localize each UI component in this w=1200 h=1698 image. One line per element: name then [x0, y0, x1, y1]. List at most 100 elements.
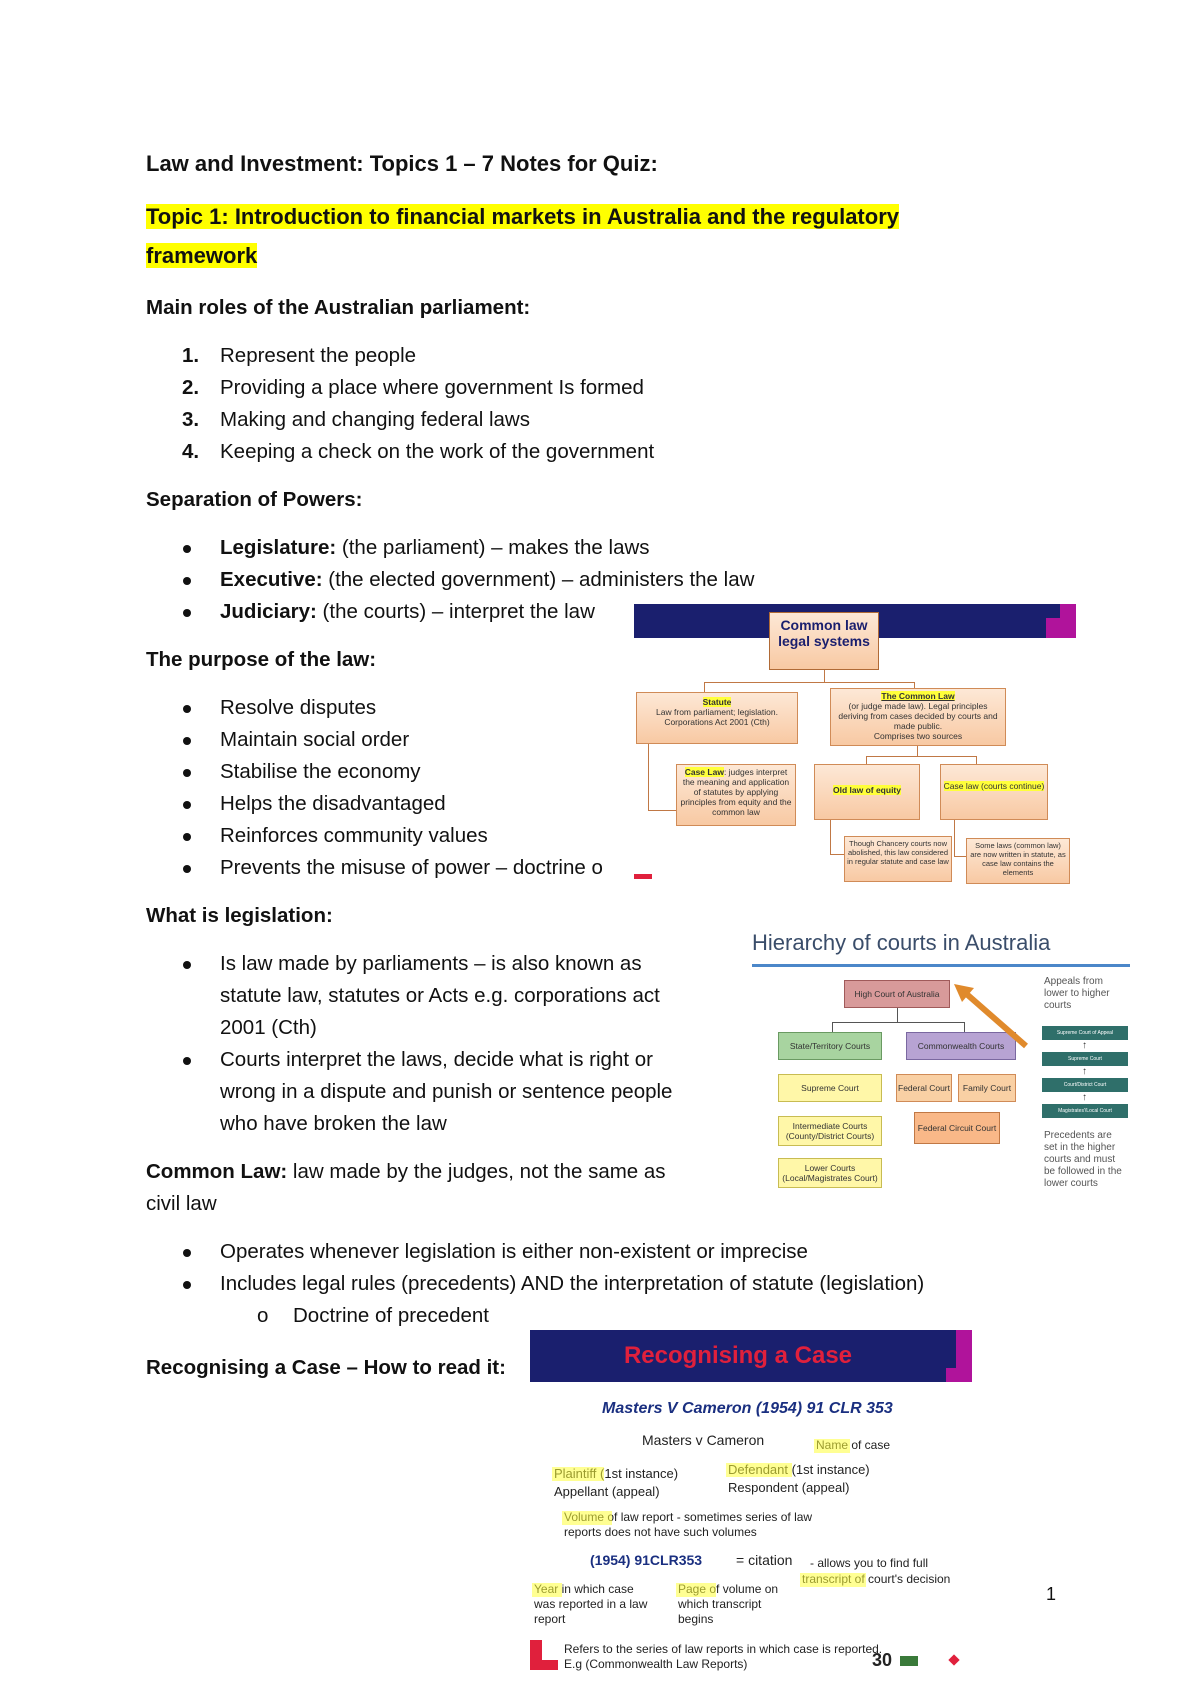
bullet-icon — [183, 609, 191, 617]
ladder-step: Supreme Court of Appeal — [1042, 1026, 1128, 1040]
bullet-icon — [183, 737, 191, 745]
bullet-icon — [183, 1281, 191, 1289]
statute-title: Statute — [702, 697, 732, 707]
old-equity-node: Old law of equity — [814, 764, 920, 820]
lower-courts-node: Lower Courts (Local/Magistrates Court) — [778, 1158, 882, 1188]
list-item: Maintain social order — [220, 728, 410, 751]
up-arrow-icon: ↑ — [1082, 1092, 1087, 1103]
highlight-transcript — [800, 1573, 866, 1587]
highlight-name — [814, 1439, 850, 1453]
common-law-line1: Common Law: law made by the judges, not … — [146, 1160, 666, 1184]
courts-title: Hierarchy of courts in Australia — [752, 930, 1051, 955]
list-item-cont: statute law, statutes or Acts e.g. corpo… — [220, 984, 660, 1007]
connector — [832, 1022, 964, 1023]
item-label: Legislature: — [220, 536, 337, 559]
old-equity-label: Old law of equity — [832, 785, 901, 795]
up-arrow-icon: ↑ — [1082, 1040, 1087, 1051]
sub-list-item: Doctrine of precedent — [293, 1304, 490, 1327]
list-item: Stabilise the economy — [220, 760, 421, 783]
parties: Masters v Cameron — [642, 1432, 765, 1448]
bullet-icon — [183, 1249, 191, 1257]
connector — [648, 744, 649, 810]
red-l-logo-foot — [530, 1660, 558, 1670]
equity-note: Though Chancery courts now abolished, th… — [847, 839, 949, 866]
item-label: Judiciary: — [220, 600, 317, 623]
separation-heading: Separation of Powers: — [146, 488, 363, 511]
connector — [954, 856, 966, 857]
list-item: Legislature: (the parliament) – makes th… — [220, 536, 650, 560]
list-number: 3. — [182, 408, 200, 431]
federal-circuit-node: Federal Circuit Court — [914, 1112, 1000, 1144]
family-court-node: Family Court — [958, 1074, 1016, 1102]
ladder-step: Supreme Court — [1042, 1052, 1128, 1066]
bullet-icon — [183, 1057, 191, 1065]
case-law2-node: Case law (courts continue) — [940, 764, 1048, 820]
case-note-node: Some laws (common law) are now written i… — [966, 838, 1070, 884]
case-law-body: : judges interpret the meaning and appli… — [680, 767, 792, 817]
case-note: Some laws (common law) are now written i… — [970, 841, 1066, 877]
bullet-icon — [183, 769, 191, 777]
list-item: Helps the disadvantaged — [220, 792, 446, 815]
bullet-icon — [183, 577, 191, 585]
list-item: Keeping a check on the work of the gover… — [220, 440, 655, 463]
common-note: Comprises two sources — [873, 731, 963, 741]
topic1-heading-line1: Topic 1: Introduction to financial marke… — [146, 204, 899, 229]
bullet-icon — [183, 865, 191, 873]
volume-line2: reports does not have such volumes — [564, 1525, 757, 1539]
ladder-step: Court/District Court — [1042, 1078, 1128, 1092]
precedent-note: Precedents are set in the higher courts … — [1044, 1130, 1122, 1189]
list-item-cont: who have broken the law — [220, 1112, 447, 1135]
appellant: Appellant (appeal) — [554, 1484, 660, 1499]
red-marker — [634, 874, 652, 879]
footer-diamond-icon — [948, 1654, 960, 1666]
topic1-heading-line2: framework — [146, 243, 258, 268]
bullet-icon — [183, 833, 191, 841]
courts-title-rule — [752, 964, 1130, 967]
list-item: Providing a place where government Is fo… — [220, 376, 644, 399]
case-banner — [530, 1330, 972, 1382]
common-law-text: law made by the judges, not the same as — [287, 1160, 666, 1183]
equity-note-node: Though Chancery courts now abolished, th… — [844, 836, 952, 882]
list-number: 4. — [182, 440, 200, 463]
respondent: Respondent (appeal) — [728, 1480, 850, 1495]
connector — [866, 756, 867, 764]
list-number: 2. — [182, 376, 200, 399]
citation: (1954) 91CLR353 — [590, 1552, 703, 1568]
connector — [830, 820, 831, 854]
case-diagram: Recognising a Case Masters V Cameron (19… — [530, 1330, 972, 1678]
statute-body: Law from parliament; legislation. Corpor… — [656, 707, 778, 727]
common-law-diagram: Common law legal systems Statute Law fro… — [634, 604, 1076, 886]
footer-logo-icon — [900, 1656, 918, 1666]
connector — [704, 682, 914, 683]
intermediate-courts-node: Intermediate Courts (County/District Cou… — [778, 1116, 882, 1146]
series-line1: Refers to the series of law reports in w… — [564, 1642, 883, 1656]
list-item: Resolve disputes — [220, 696, 377, 719]
appeals-note: Appeals from lower to higher courts — [1044, 976, 1110, 1011]
high-court-node: High Court of Australia — [844, 980, 950, 1008]
highlight-volume — [562, 1511, 612, 1525]
list-item: Executive: (the elected government) – ad… — [220, 568, 754, 592]
list-item: Courts interpret the laws, decide what i… — [220, 1048, 653, 1071]
document-title: Law and Investment: Topics 1 – 7 Notes f… — [146, 151, 658, 176]
state-courts-node: State/Territory Courts — [778, 1032, 882, 1060]
series-line2: E.g (Commonwealth Law Reports) — [564, 1657, 748, 1671]
ladder-step: Magistrates'/Local Court — [1042, 1104, 1128, 1118]
common-law-label: Common Law: — [146, 1160, 288, 1183]
common-body: (or judge made law). Legal principles de… — [838, 701, 998, 731]
appeal-arrow-icon — [954, 984, 1028, 1049]
connector — [964, 1022, 965, 1032]
year-line3: report — [534, 1612, 566, 1626]
case-banner-title: Recognising a Case — [623, 1342, 853, 1369]
page-line2: which transcript — [678, 1597, 762, 1611]
connector — [830, 854, 844, 855]
purpose-heading: The purpose of the law: — [146, 648, 377, 671]
courts-diagram: Hierarchy of courts in Australia High Co… — [752, 926, 1132, 1208]
item-text: (the elected government) – administers t… — [322, 568, 755, 591]
highlight-plaintiff — [552, 1467, 604, 1481]
equals-citation: = citation — [736, 1552, 793, 1568]
connector — [704, 682, 705, 692]
citation-title: Masters V Cameron (1954) 91 CLR 353 — [602, 1400, 893, 1417]
year-line2: was reported in a law — [534, 1597, 648, 1611]
item-text: (the courts) – interpret the law — [316, 600, 595, 623]
list-item-cont: 2001 (Cth) — [220, 1016, 317, 1039]
